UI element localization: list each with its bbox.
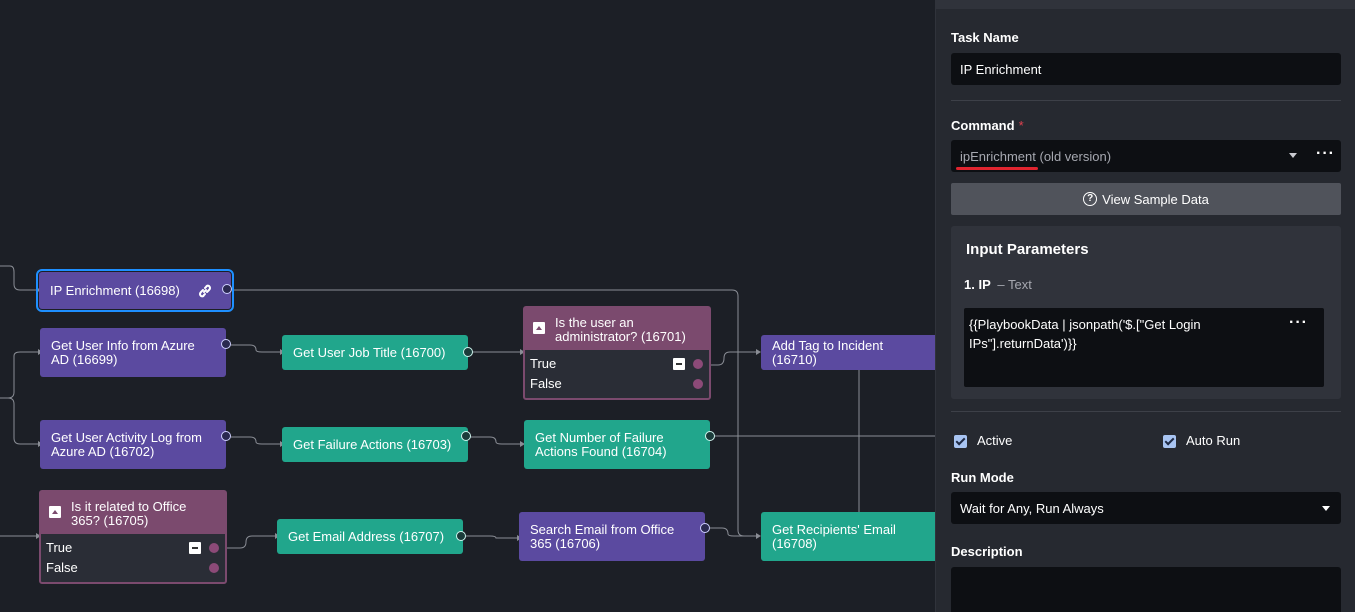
command-label-text: Command — [951, 118, 1015, 133]
output-port[interactable] — [461, 431, 471, 441]
branch-label: False — [46, 560, 78, 575]
divider — [951, 411, 1341, 412]
task-name-value: IP Enrichment — [960, 61, 1042, 77]
node-get-recipients[interactable]: Get Recipients' Email (16708) — [761, 512, 935, 561]
node-label: Add Tag to Incident (16710) — [772, 337, 884, 367]
param-name: 1. IP — [964, 277, 991, 292]
auto-run-label: Auto Run — [1186, 433, 1241, 448]
minus-icon[interactable] — [673, 358, 685, 370]
minus-icon[interactable] — [189, 542, 201, 554]
link-icon[interactable] — [197, 283, 213, 299]
output-port[interactable] — [700, 523, 710, 533]
required-marker: * — [1018, 118, 1024, 133]
node-label: Get Email Address (16707) — [288, 528, 445, 544]
node-label: Search Email from Office 365 (16706) — [530, 521, 675, 551]
output-port[interactable] — [222, 284, 232, 294]
output-port[interactable] — [456, 531, 466, 541]
branch-true[interactable]: True — [525, 354, 709, 374]
condition-is-office365[interactable]: Is it related to Office 365? (16705) Tru… — [39, 490, 227, 584]
output-port[interactable] — [693, 359, 703, 369]
command-label: Command* — [951, 118, 1024, 133]
output-port[interactable] — [209, 543, 219, 553]
param-type: – Text — [997, 277, 1032, 292]
chevron-down-icon[interactable] — [1322, 506, 1330, 511]
help-circle-icon: ? — [1083, 192, 1098, 206]
annotation-underline — [956, 166, 1038, 170]
branch-label: True — [46, 540, 73, 555]
panel-topbar — [936, 0, 1355, 9]
output-port[interactable] — [221, 431, 231, 441]
active-checkbox[interactable] — [954, 435, 967, 448]
node-add-tag[interactable]: Add Tag to Incident (16710) — [761, 335, 935, 370]
chevron-down-icon[interactable] — [1289, 153, 1297, 158]
task-name-input[interactable]: IP Enrichment — [951, 53, 1341, 85]
node-get-user-job-title[interactable]: Get User Job Title (16700) — [282, 335, 468, 370]
branch-label: False — [530, 376, 562, 391]
node-label: Get Failure Actions (16703) — [293, 436, 452, 452]
input-parameters-section: Input Parameters 1. IP – Text {{Playbook… — [951, 226, 1341, 399]
node-get-number-failure[interactable]: Get Number of Failure Actions Found (167… — [524, 420, 710, 469]
node-label: Get User Job Title (16700) — [293, 344, 446, 360]
output-port[interactable] — [693, 379, 703, 389]
node-search-email[interactable]: Search Email from Office 365 (16706) — [519, 512, 705, 561]
branch-label: True — [530, 356, 557, 371]
condition-is-admin[interactable]: Is the user an administrator? (16701) Tr… — [523, 306, 711, 400]
input-parameters-title: Input Parameters — [966, 241, 1089, 258]
run-mode-label: Run Mode — [951, 470, 1014, 485]
param-ip-label: 1. IP – Text — [964, 277, 1032, 292]
playbook-canvas[interactable]: IP Enrichment (16698) Get User Info from… — [0, 0, 935, 612]
output-port[interactable] — [209, 563, 219, 573]
branch-false[interactable]: False — [525, 374, 709, 394]
run-mode-value: Wait for Any, Run Always — [960, 500, 1104, 516]
command-suffix: (old version) — [1039, 148, 1112, 164]
description-input[interactable] — [951, 567, 1341, 612]
node-label: Get User Info from Azure AD (16699) — [51, 337, 195, 367]
node-get-failure-actions[interactable]: Get Failure Actions (16703) — [282, 427, 468, 462]
node-label: Get User Activity Log from Azure AD (167… — [51, 429, 202, 459]
collapse-icon[interactable] — [49, 506, 61, 518]
command-name: ipEnrichment — [960, 148, 1036, 164]
command-value: ipEnrichment (old version) — [956, 148, 1112, 170]
output-port[interactable] — [221, 339, 231, 349]
node-label: Get Recipients' Email (16708) — [772, 521, 896, 551]
output-port[interactable] — [463, 347, 473, 357]
connection-lines — [0, 265, 935, 549]
more-options-icon[interactable]: ··· — [1289, 314, 1308, 331]
view-sample-data-button[interactable]: ? View Sample Data — [951, 183, 1341, 215]
view-sample-label: View Sample Data — [1102, 191, 1209, 207]
auto-run-checkbox[interactable] — [1163, 435, 1176, 448]
node-label: Get Number of Failure Actions Found (167… — [535, 429, 667, 459]
description-label: Description — [951, 544, 1023, 559]
node-get-user-info[interactable]: Get User Info from Azure AD (16699) — [40, 328, 226, 377]
run-mode-select[interactable]: Wait for Any, Run Always — [951, 492, 1341, 524]
node-get-user-activity[interactable]: Get User Activity Log from Azure AD (167… — [40, 420, 226, 469]
collapse-icon[interactable] — [533, 322, 545, 334]
param-value: {{PlaybookData | jsonpath('$.["Get Login… — [969, 317, 1201, 351]
condition-header: Is it related to Office 365? (16705) — [41, 492, 225, 534]
param-ip-editor[interactable]: {{PlaybookData | jsonpath('$.["Get Login… — [964, 308, 1324, 387]
active-label: Active — [977, 433, 1013, 448]
branch-true[interactable]: True — [41, 538, 225, 558]
more-options-icon[interactable]: ··· — [1316, 145, 1335, 162]
task-name-label: Task Name — [951, 30, 1019, 45]
condition-title: Is the user an administrator? (16701) — [555, 315, 686, 344]
condition-title: Is it related to Office 365? (16705) — [71, 499, 187, 528]
divider — [951, 100, 1341, 101]
task-properties-panel: Task Name IP Enrichment Command* ipEnric… — [935, 0, 1355, 612]
output-port[interactable] — [705, 431, 715, 441]
node-label: IP Enrichment (16698) — [50, 282, 180, 298]
condition-header: Is the user an administrator? (16701) — [525, 308, 709, 350]
command-select[interactable]: ipEnrichment (old version) ··· — [951, 140, 1341, 172]
node-get-email-address[interactable]: Get Email Address (16707) — [277, 519, 463, 554]
branch-false[interactable]: False — [41, 558, 225, 578]
node-ip-enrichment[interactable]: IP Enrichment (16698) — [36, 269, 234, 312]
